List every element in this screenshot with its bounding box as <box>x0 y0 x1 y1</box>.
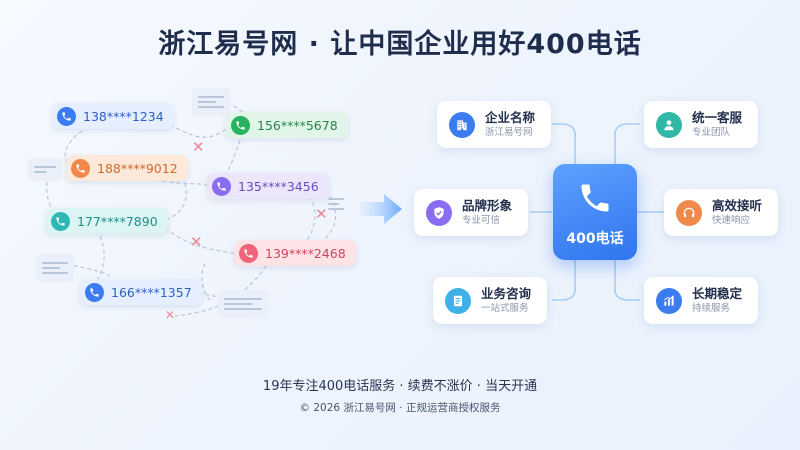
phone-icon <box>57 106 76 126</box>
feature-subtitle: 一站式服务 <box>481 302 529 314</box>
phone-icon <box>239 243 258 263</box>
phone-icon <box>71 158 90 178</box>
feature-title: 长期稳定 <box>692 285 743 301</box>
feature-title: 企业名称 <box>485 109 536 125</box>
feature-subtitle: 持续服务 <box>692 302 731 314</box>
feature-card-business-consulting: 业务咨询 一站式服务 <box>433 277 547 324</box>
feature-subtitle: 专业可信 <box>462 214 501 226</box>
phone-number-pill: 138****1234 <box>52 103 174 129</box>
user-icon <box>656 111 682 138</box>
shield-check-icon <box>426 199 452 226</box>
headset-icon <box>676 199 702 226</box>
phone-number-text: 135****3456 <box>238 178 319 194</box>
note-bubble <box>322 190 350 218</box>
phone-icon <box>581 184 609 212</box>
note-bubble <box>36 254 74 282</box>
phone-icon <box>51 211 70 231</box>
feature-subtitle: 专业团队 <box>692 126 731 138</box>
cross-icon: ✕ <box>315 205 328 223</box>
phone-number-pill: 135****3456 <box>207 173 329 199</box>
phone-number-text: 156****5678 <box>257 117 338 133</box>
phone-icon <box>231 115 250 135</box>
tagline: 19年专注400电话服务 · 续费不涨价 · 当天开通 <box>262 379 538 394</box>
arrow-right-icon <box>360 194 402 224</box>
page-title: 浙江易号网 · 让中国企业用好400电话 <box>158 29 642 60</box>
phone-icon <box>85 282 104 302</box>
feature-subtitle: 浙江易号网 <box>485 126 533 138</box>
feature-card-unified-service: 统一客服 专业团队 <box>644 101 758 148</box>
cross-icon: ✕ <box>190 233 203 251</box>
note-bubble <box>28 158 62 181</box>
phone-number-text: 138****1234 <box>83 108 164 124</box>
center-400-block: 400电话 <box>553 164 637 260</box>
phone-number-pill: 166****1357 <box>80 279 202 305</box>
document-icon <box>445 287 471 314</box>
feature-title: 品牌形象 <box>462 197 513 213</box>
building-icon <box>449 111 475 138</box>
feature-card-efficient-answer: 高效接听 快速响应 <box>664 189 778 236</box>
phone-number-pill: 177****7890 <box>46 208 168 234</box>
feature-card-long-term-stable: 长期稳定 持续服务 <box>644 277 758 324</box>
feature-card-company-name: 企业名称 浙江易号网 <box>437 101 551 148</box>
phone-number-pill: 188****9012 <box>66 155 188 181</box>
note-bubble <box>218 290 268 318</box>
center-label: 400电话 <box>566 231 624 247</box>
phone-icon <box>212 176 231 196</box>
phone-number-text: 188****9012 <box>97 160 178 176</box>
feature-subtitle: 快速响应 <box>712 214 751 226</box>
note-bubble <box>192 88 230 116</box>
phone-number-pill: 139****2468 <box>234 240 356 266</box>
phone-number-text: 139****2468 <box>265 245 346 261</box>
cross-icon: ✕ <box>192 138 205 156</box>
bar-chart-icon <box>656 287 682 314</box>
phone-number-text: 166****1357 <box>111 284 192 300</box>
feature-title: 业务咨询 <box>481 285 532 301</box>
feature-card-brand-image: 品牌形象 专业可信 <box>414 189 528 236</box>
cross-icon: ✕ <box>165 308 176 322</box>
phone-number-pill: 156****5678 <box>226 112 348 138</box>
phone-number-text: 177****7890 <box>77 213 158 229</box>
footer-copyright: © 2026 浙江易号网 · 正规运营商授权服务 <box>299 402 501 414</box>
feature-title: 统一客服 <box>692 109 743 125</box>
feature-title: 高效接听 <box>712 197 763 213</box>
